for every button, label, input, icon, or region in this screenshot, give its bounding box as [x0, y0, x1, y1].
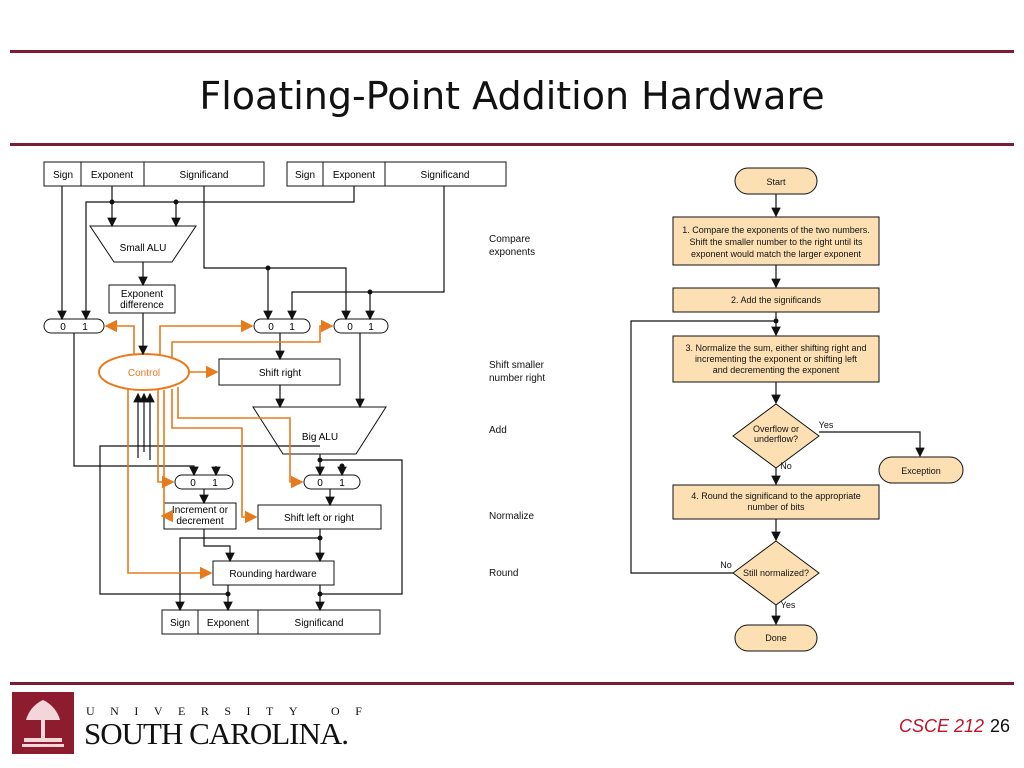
svg-text:Shift left or right: Shift left or right — [284, 513, 354, 524]
svg-text:and decrementing the exponent: and decrementing the exponent — [713, 365, 840, 375]
reg-b-sign: Sign — [295, 170, 315, 181]
svg-text:4. Round the significand to th: 4. Round the significand to the appropri… — [691, 491, 861, 501]
svg-text:0: 0 — [347, 322, 353, 333]
rounding-hardware-box — [212, 560, 335, 586]
svg-text:1: 1 — [368, 322, 374, 333]
svg-text:Start: Start — [766, 177, 786, 187]
svg-text:0: 0 — [190, 478, 196, 489]
register-b — [286, 161, 507, 187]
reg-a-sign: Sign — [53, 170, 73, 181]
page-number: 26 — [989, 716, 1010, 736]
flow-step4 — [672, 484, 880, 520]
svg-text:Yes: Yes — [781, 600, 796, 610]
svg-text:0: 0 — [60, 322, 66, 333]
svg-text:Rounding hardware: Rounding hardware — [229, 569, 317, 580]
exponent-difference-box — [108, 284, 176, 314]
svg-text:underflow?: underflow? — [754, 434, 798, 444]
svg-text:1: 1 — [339, 478, 345, 489]
svg-text:Done: Done — [765, 633, 787, 643]
svg-text:exponent would match the large: exponent would match the larger exponent — [691, 249, 862, 259]
svg-text:Significand: Significand — [295, 618, 344, 629]
reg-a-significand: Significand — [180, 170, 229, 181]
increment-decrement-box — [163, 502, 237, 530]
reg-b-significand: Significand — [421, 170, 470, 181]
junction-dots — [109, 199, 373, 597]
logo-south-carolina: SOUTH CAROLINA. — [84, 716, 349, 751]
top-rule — [10, 50, 1014, 53]
svg-text:Overflow or: Overflow or — [753, 424, 799, 434]
svg-text:1: 1 — [212, 478, 218, 489]
svg-text:Shift the smaller number to th: Shift the smaller number to the right un… — [689, 237, 863, 247]
svg-text:Shift right: Shift right — [259, 368, 301, 379]
mux-shiftlr — [303, 474, 361, 490]
mux-shift-a — [253, 318, 311, 334]
title-rule — [10, 143, 1014, 146]
svg-text:No: No — [720, 560, 732, 570]
control-paths — [104, 319, 334, 580]
logo-university-of: UNIVERSITY OF — [86, 704, 378, 718]
svg-text:2. Add the significands: 2. Add the significands — [731, 295, 822, 305]
svg-text:incrementing the exponent or s: incrementing the exponent or shifting le… — [695, 354, 858, 364]
svg-text:3. Normalize the sum, either s: 3. Normalize the sum, either shifting ri… — [685, 343, 866, 353]
reg-a-exponent: Exponent — [91, 170, 133, 181]
svg-text:Still normalized?: Still normalized? — [743, 568, 809, 578]
step-add-label: Add — [489, 425, 507, 436]
svg-text:0: 0 — [317, 478, 323, 489]
svg-text:1: 1 — [289, 322, 295, 333]
svg-text:decrement: decrement — [176, 516, 223, 527]
reg-b-exponent: Exponent — [333, 170, 375, 181]
svg-text:1: 1 — [82, 322, 88, 333]
svg-text:1. Compare the exponents of th: 1. Compare the exponents of the two numb… — [682, 225, 870, 235]
svg-text:0: 0 — [268, 322, 274, 333]
step-normalize-label: Normalize — [489, 511, 535, 522]
big-alu — [252, 406, 387, 455]
mux-incdec — [174, 474, 234, 490]
university-seal-icon — [12, 692, 74, 754]
svg-text:Control: Control — [128, 368, 160, 379]
mux-exponent — [43, 318, 105, 334]
svg-text:Small ALU: Small ALU — [120, 243, 167, 254]
flow-step1 — [672, 216, 880, 266]
svg-text:number of bits: number of bits — [747, 502, 805, 512]
step-round-label: Round — [489, 568, 519, 579]
svg-text:Big ALU: Big ALU — [302, 432, 338, 443]
course-code: CSCE 212 — [898, 716, 984, 736]
small-alu — [89, 225, 197, 263]
svg-text:Yes: Yes — [819, 420, 834, 430]
footer-rule — [10, 682, 1014, 685]
slide-title: Floating-Point Addition Hardware — [199, 74, 825, 118]
register-a — [43, 161, 265, 187]
svg-text:Increment or: Increment or — [172, 505, 229, 516]
svg-text:Sign: Sign — [170, 618, 190, 629]
svg-text:difference: difference — [120, 300, 164, 311]
svg-text:No: No — [780, 461, 792, 471]
svg-text:Exception: Exception — [901, 466, 941, 476]
svg-text:Exponent: Exponent — [207, 618, 249, 629]
register-result — [161, 609, 381, 635]
svg-text:Exponent: Exponent — [121, 289, 163, 300]
mux-shift-b — [333, 318, 389, 334]
